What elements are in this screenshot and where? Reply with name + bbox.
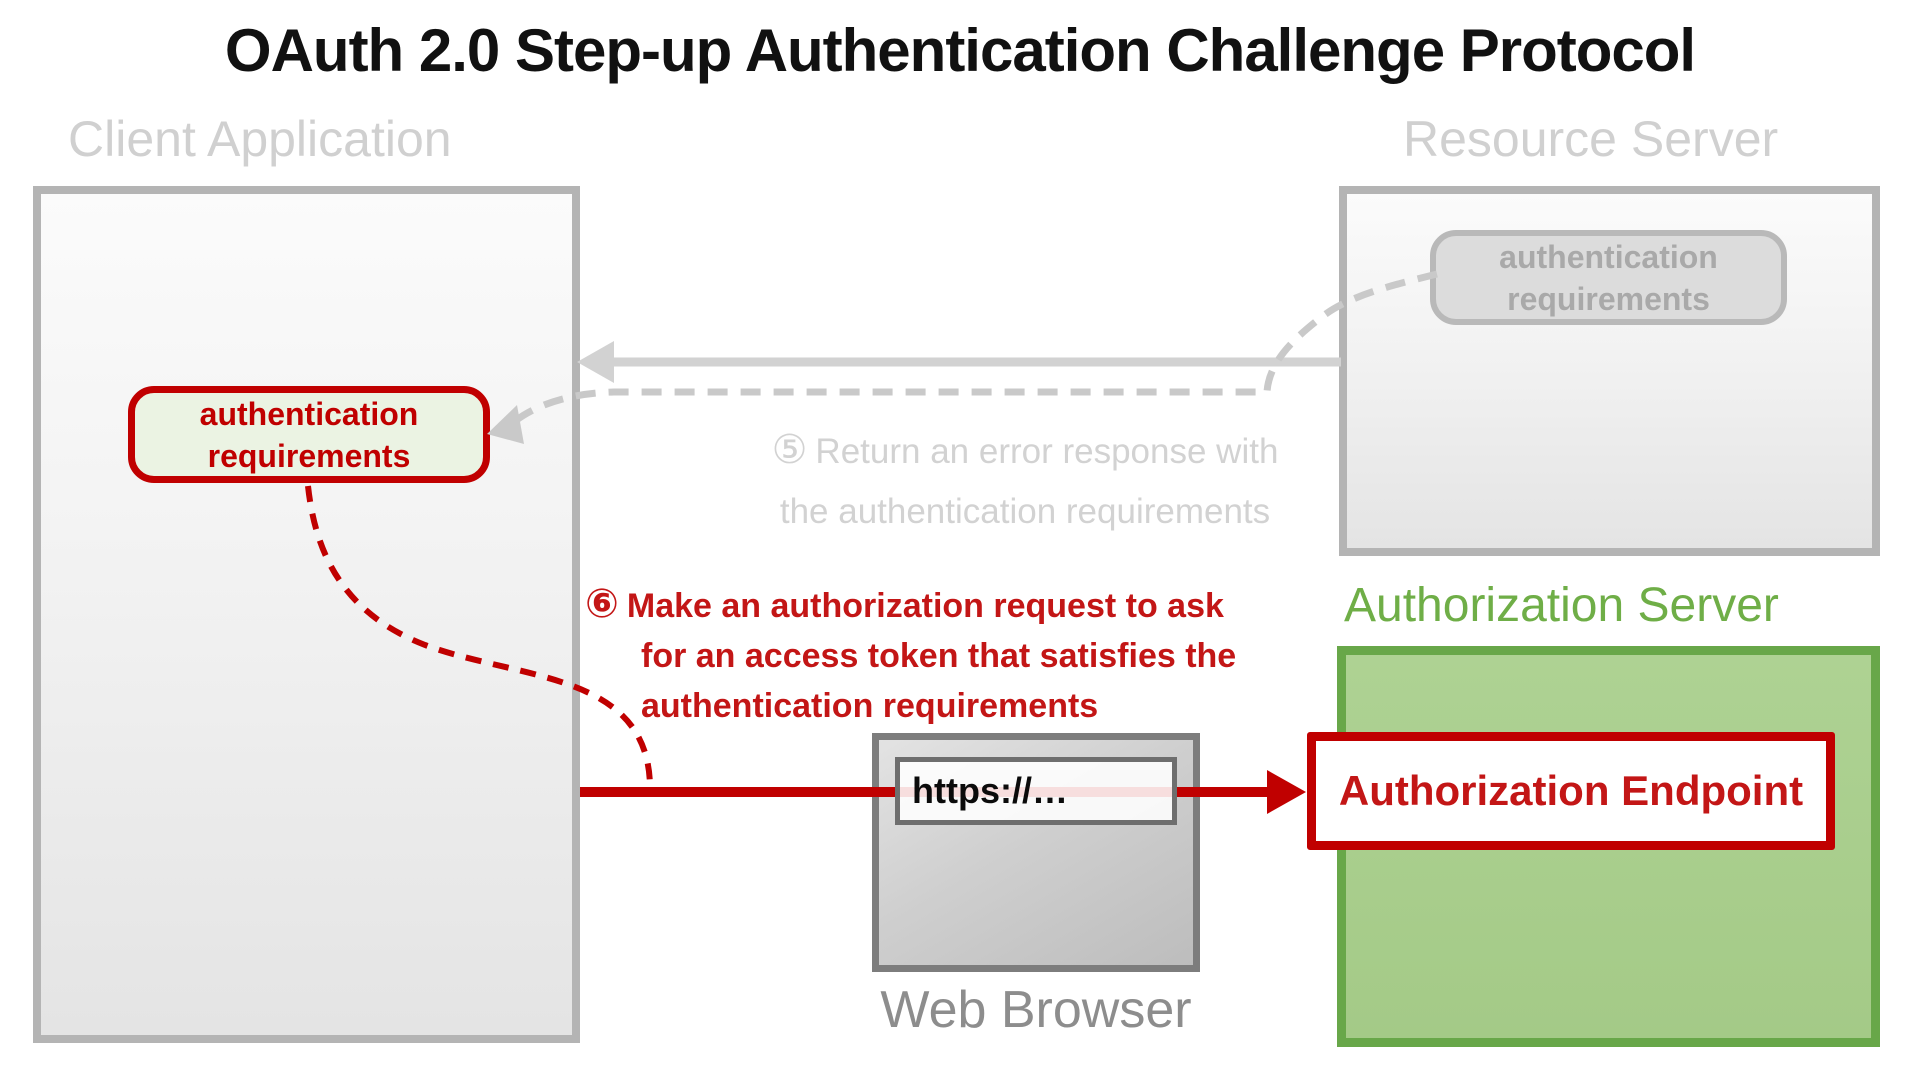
client-application-box — [33, 186, 580, 1043]
client-auth-requirements-badge: authentication requirements — [128, 386, 490, 483]
step5-number-icon: ⑤ — [771, 427, 808, 473]
client-application-label: Client Application — [68, 111, 452, 167]
url-text: https://… — [912, 770, 1068, 811]
step6-line2: for an access token that satisfies the — [641, 637, 1237, 675]
diagram-title: OAuth 2.0 Step-up Authentication Challen… — [224, 17, 1696, 84]
browser-url-bar: https://… — [895, 757, 1177, 825]
badge-line: requirements — [1507, 280, 1710, 317]
step5-line2: the authentication requirements — [779, 492, 1271, 531]
resource-server-label: Resource Server — [1403, 111, 1779, 167]
step6-line3: authentication requirements — [641, 687, 1099, 725]
authorization-server-label: Authorization Server — [1344, 579, 1779, 632]
badge-line: authentication — [1499, 238, 1718, 275]
gray-dashed-transfer-curve — [506, 270, 1438, 429]
step6-text: Make an authorization request to ask — [626, 587, 1224, 625]
authorization-endpoint-label: Authorization Endpoint — [1338, 767, 1804, 814]
badge-line: requirements — [207, 437, 411, 474]
resource-server-auth-requirements-badge: authentication requirements — [1430, 230, 1787, 325]
red-arrowhead-icon — [1267, 770, 1306, 814]
step6-number-icon: ⑥ — [585, 581, 619, 627]
authorization-endpoint-box: Authorization Endpoint — [1307, 732, 1835, 850]
badge-line: authentication — [199, 395, 419, 432]
step5-text: Return an error response with — [815, 432, 1279, 471]
gray-solid-arrowhead-icon — [577, 341, 614, 383]
web-browser-label: Web Browser — [880, 981, 1192, 1039]
